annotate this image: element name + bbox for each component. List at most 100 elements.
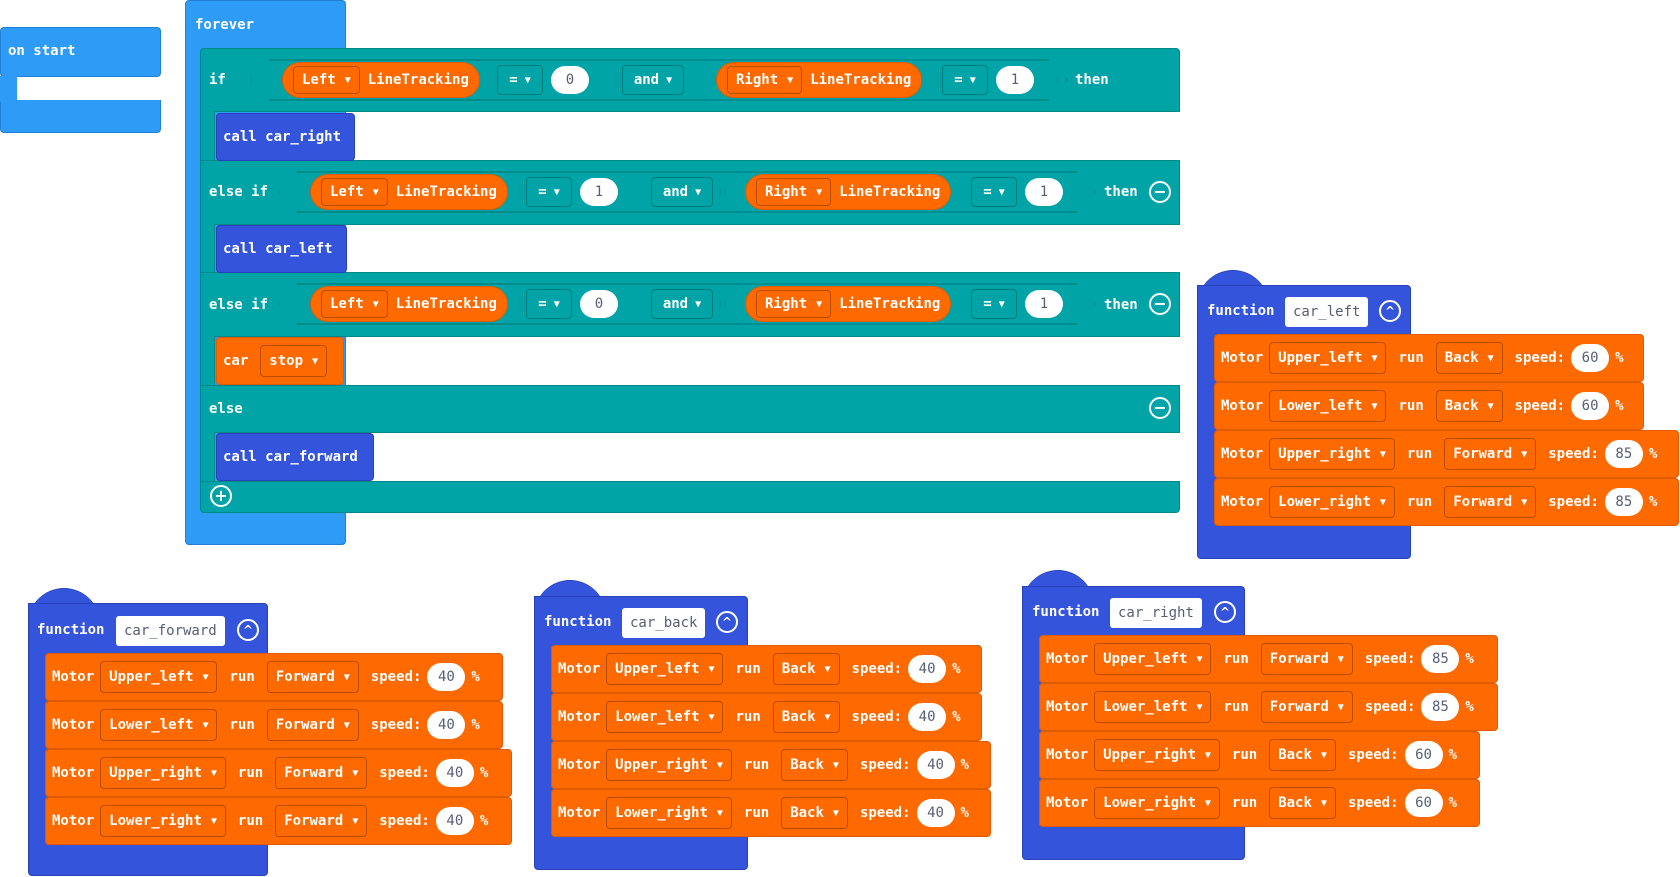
on-start-block[interactable]: on start bbox=[0, 27, 161, 77]
on-start-block-bottom[interactable] bbox=[0, 100, 161, 133]
speed-value-input[interactable]: 40 bbox=[427, 663, 466, 691]
car-stop-block[interactable]: car stop▼ bbox=[216, 337, 344, 385]
direction-dropdown[interactable]: Forward▼ bbox=[266, 709, 359, 741]
call-car-left-block[interactable]: call car_left bbox=[216, 225, 347, 273]
direction-dropdown[interactable]: Back▼ bbox=[772, 653, 840, 685]
call-car-forward-block[interactable]: call car_forward bbox=[216, 433, 374, 481]
direction-dropdown[interactable]: Forward▼ bbox=[275, 757, 368, 789]
direction-dropdown[interactable]: Back▼ bbox=[1435, 342, 1503, 374]
direction-dropdown[interactable]: Back▼ bbox=[781, 749, 848, 781]
function-name-field[interactable]: car_right bbox=[1110, 598, 1202, 628]
sensor-block-right-3[interactable]: Right▼ LineTracking bbox=[745, 286, 952, 322]
sensor-side-dropdown[interactable]: Right▼ bbox=[756, 290, 832, 318]
direction-dropdown[interactable]: Back▼ bbox=[1269, 739, 1336, 771]
sensor-side-dropdown[interactable]: Left▼ bbox=[321, 178, 388, 206]
speed-value-input[interactable]: 40 bbox=[916, 751, 955, 779]
direction-dropdown[interactable]: Forward▼ bbox=[1260, 691, 1353, 723]
motor-select-dropdown[interactable]: Lower_right▼ bbox=[100, 805, 226, 837]
direction-dropdown[interactable]: Back▼ bbox=[772, 701, 840, 733]
motor-select-dropdown[interactable]: Upper_left▼ bbox=[606, 653, 724, 685]
speed-value-input[interactable]: 40 bbox=[435, 807, 474, 835]
direction-dropdown[interactable]: Forward▼ bbox=[1444, 438, 1537, 470]
sensor-side-dropdown[interactable]: Right▼ bbox=[727, 66, 803, 94]
sensor-block-left-1[interactable]: Left▼ LineTracking bbox=[282, 62, 480, 98]
compare-op-dropdown-6[interactable]: =▼ bbox=[971, 289, 1017, 319]
direction-dropdown[interactable]: Forward▼ bbox=[275, 805, 368, 837]
motor-select-dropdown[interactable]: Upper_right▼ bbox=[1094, 739, 1220, 771]
speed-value-input[interactable]: 60 bbox=[1571, 392, 1610, 420]
sensor-side-dropdown[interactable]: Left▼ bbox=[321, 290, 388, 318]
motor-select-dropdown[interactable]: Upper_right▼ bbox=[1269, 438, 1395, 470]
speed-value-input[interactable]: 85 bbox=[1421, 693, 1460, 721]
motor-select-dropdown[interactable]: Lower_right▼ bbox=[606, 797, 732, 829]
compare-value-6[interactable]: 1 bbox=[1025, 290, 1063, 318]
motor-select-dropdown[interactable]: Upper_left▼ bbox=[1269, 342, 1387, 374]
direction-dropdown[interactable]: Back▼ bbox=[781, 797, 848, 829]
compare-op-dropdown-5[interactable]: =▼ bbox=[526, 289, 572, 319]
and-dropdown-2[interactable]: and▼ bbox=[651, 177, 713, 207]
and-dropdown-3[interactable]: and▼ bbox=[651, 289, 713, 319]
speed-value-input[interactable]: 60 bbox=[1571, 344, 1610, 372]
collapse-chevron-icon[interactable]: ^ bbox=[1379, 300, 1401, 322]
compare-op-dropdown-4[interactable]: =▼ bbox=[971, 177, 1017, 207]
motor-select-dropdown[interactable]: Upper_right▼ bbox=[100, 757, 226, 789]
sensor-block-left-2[interactable]: Left▼ LineTracking bbox=[310, 174, 508, 210]
motor-select-dropdown[interactable]: Upper_left▼ bbox=[1094, 643, 1212, 675]
speed-value-input[interactable]: 40 bbox=[908, 655, 947, 683]
speed-value-input[interactable]: 40 bbox=[916, 799, 955, 827]
direction-dropdown[interactable]: Back▼ bbox=[1435, 390, 1503, 422]
collapse-chevron-icon[interactable]: ^ bbox=[237, 619, 259, 641]
motor-select-dropdown[interactable]: Lower_left▼ bbox=[606, 701, 724, 733]
call-car-right-block[interactable]: call car_right bbox=[216, 113, 355, 161]
car-action-dropdown[interactable]: stop▼ bbox=[260, 345, 328, 377]
remove-branch-icon[interactable]: − bbox=[1149, 293, 1171, 315]
speed-value-input[interactable]: 60 bbox=[1404, 789, 1443, 817]
motor-select-dropdown[interactable]: Lower_left▼ bbox=[1269, 390, 1387, 422]
speed-value-input[interactable]: 40 bbox=[435, 759, 474, 787]
compare-value-3[interactable]: 1 bbox=[580, 178, 618, 206]
motor-select-dropdown[interactable]: Lower_left▼ bbox=[1094, 691, 1212, 723]
compare-value-4[interactable]: 1 bbox=[1025, 178, 1063, 206]
function-name-field[interactable]: car_forward bbox=[116, 616, 225, 646]
compare-value-2[interactable]: 1 bbox=[996, 66, 1034, 94]
direction-dropdown[interactable]: Forward▼ bbox=[1444, 486, 1537, 518]
function-name-field[interactable]: car_back bbox=[622, 608, 706, 638]
sensor-side-dropdown[interactable]: Right▼ bbox=[756, 178, 832, 206]
compare-value-5[interactable]: 0 bbox=[580, 290, 618, 318]
function-name-field[interactable]: car_left bbox=[1285, 297, 1369, 327]
motor-select-dropdown[interactable]: Lower_left▼ bbox=[100, 709, 218, 741]
motor-select-dropdown[interactable]: Lower_right▼ bbox=[1094, 787, 1220, 819]
motor-select-dropdown[interactable]: Upper_right▼ bbox=[606, 749, 732, 781]
compare-op-dropdown-1[interactable]: =▼ bbox=[497, 65, 543, 95]
compare-op-dropdown-2[interactable]: =▼ bbox=[942, 65, 988, 95]
speed-value-input[interactable]: 85 bbox=[1421, 645, 1460, 673]
sensor-side-dropdown[interactable]: Left▼ bbox=[293, 66, 360, 94]
compare-value-1[interactable]: 0 bbox=[551, 66, 589, 94]
motor-select-dropdown[interactable]: Lower_right▼ bbox=[1269, 486, 1395, 518]
speed-value-input[interactable]: 40 bbox=[908, 703, 947, 731]
remove-else-icon[interactable]: − bbox=[1149, 397, 1171, 419]
speed-value-input[interactable]: 60 bbox=[1404, 741, 1443, 769]
sensor-block-left-3[interactable]: Left▼ LineTracking bbox=[310, 286, 508, 322]
direction-dropdown[interactable]: Forward▼ bbox=[266, 661, 359, 693]
remove-branch-icon[interactable]: − bbox=[1149, 181, 1171, 203]
sensor-block-right-2[interactable]: Right▼ LineTracking bbox=[745, 174, 952, 210]
collapse-chevron-icon[interactable]: ^ bbox=[716, 611, 738, 633]
motor-select-dropdown[interactable]: Upper_left▼ bbox=[100, 661, 218, 693]
speed-value-input[interactable]: 40 bbox=[427, 711, 466, 739]
